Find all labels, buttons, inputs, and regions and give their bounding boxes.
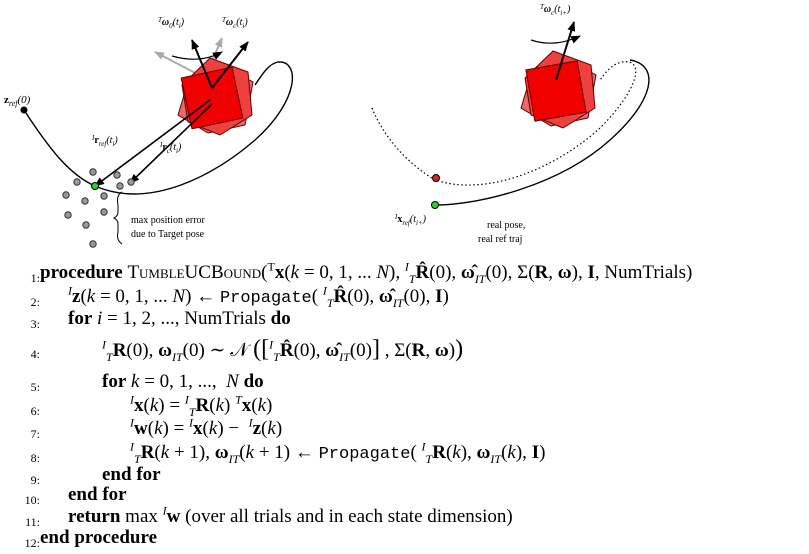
line-code: ITR(0), ωIT(0) ∼ 𝒩 ([ITR̂(0), ω̂IT(0)] ,…	[102, 336, 464, 364]
right-note-line2: real ref traj	[478, 234, 522, 245]
right-note-line1: real pose,	[487, 220, 525, 231]
line-number: 4:	[30, 347, 40, 361]
rotation-arrow	[171, 51, 223, 60]
line-number: 2:	[30, 295, 40, 309]
figure: zref(0) Tω0(ti) Tωc(ti) Irref(ti) Irc(ti…	[0, 0, 809, 262]
line-number: 6:	[30, 404, 40, 418]
numtrials: NumTrials	[184, 308, 266, 329]
line-code: Iw(k) = Ix(k) − Iz(k)	[130, 415, 283, 439]
line-code: ITR(k + 1), ωIT(k + 1) ← Propagate( ITR(…	[130, 439, 546, 466]
line-code: for k = 0, 1, ..., N do	[102, 371, 264, 392]
zref0-label: zref(0)	[4, 94, 31, 108]
line-code: return max Iw (over all trials and in ea…	[68, 503, 513, 527]
real-trajectory	[434, 59, 650, 206]
right-panel: Tωc(ti+) Ixref(ti+) real pose, real ref …	[371, 3, 650, 245]
x-ref-label: Ixref(ti+)	[394, 213, 427, 227]
brace	[112, 191, 123, 245]
red-point	[432, 174, 440, 182]
line-number: 8:	[30, 451, 40, 465]
line-number: 5:	[30, 380, 40, 394]
line-code: end for	[102, 464, 161, 485]
r-c-arrow	[129, 103, 213, 184]
reference-trajectory	[23, 61, 294, 195]
right-rotation-arrow	[530, 35, 581, 44]
line-code: Ix(k) = ITR(k) Tx(k)	[130, 392, 273, 419]
line-code: procedure TumbleUCBound(Tx(k = 0, 1, ...…	[40, 259, 693, 286]
left-panel: zref(0) Tω0(ti) Tωc(ti) Irref(ti) Irc(ti…	[4, 16, 294, 248]
r-ref-label: Irref(ti)	[91, 134, 118, 148]
line-number: 10:	[24, 493, 40, 507]
green-point-right	[431, 201, 439, 209]
omegac-next-arrow	[555, 21, 576, 81]
r-c-label: Irc(ti)	[159, 141, 182, 155]
right-cube	[520, 50, 597, 129]
omega0-arrow	[191, 39, 213, 89]
scatter-points	[62, 168, 135, 248]
line-code: Iz(k = 0, 1, ... N) ← Propagate( ITR̂(0)…	[68, 283, 449, 310]
omegac-arrow	[211, 41, 249, 89]
omegac-next-label: Tωc(ti+)	[540, 3, 571, 17]
figure-svg: zref(0) Tω0(ti) Tωc(ti) Irref(ti) Irc(ti…	[4, 3, 650, 248]
line-number: 7:	[30, 427, 40, 441]
propagate-fn: Propagate	[318, 445, 411, 464]
dotted-trajectory	[371, 61, 637, 186]
line-code: for i = 1, 2, ..., NumTrials do	[68, 308, 291, 329]
return-note: (over all trials and in each state dimen…	[185, 506, 513, 527]
r-ref-arrow	[94, 99, 211, 187]
omega0-label: Tω0(ti)	[158, 16, 185, 30]
line-number: 9:	[30, 473, 40, 487]
line-code: end procedure	[40, 527, 157, 548]
left-note-line1: max position error	[131, 215, 206, 226]
numtrials: NumTrials	[604, 262, 687, 283]
line-number: 12:	[24, 536, 40, 550]
start-point	[20, 106, 28, 114]
omegac-label: Tωc(ti)	[222, 16, 248, 30]
line-number: 11:	[25, 515, 40, 529]
left-note-line2: due to Target pose	[131, 229, 205, 240]
propagate-fn: Propagate	[219, 289, 312, 308]
line-code: end for	[68, 484, 127, 505]
procedure-name: TumbleUCBound	[127, 262, 262, 283]
green-point	[91, 182, 99, 190]
algorithm: 1: procedure TumbleUCBound(Tx(k = 0, 1, …	[0, 259, 809, 550]
line-number: 1:	[30, 271, 40, 285]
line-number: 3:	[30, 317, 40, 331]
